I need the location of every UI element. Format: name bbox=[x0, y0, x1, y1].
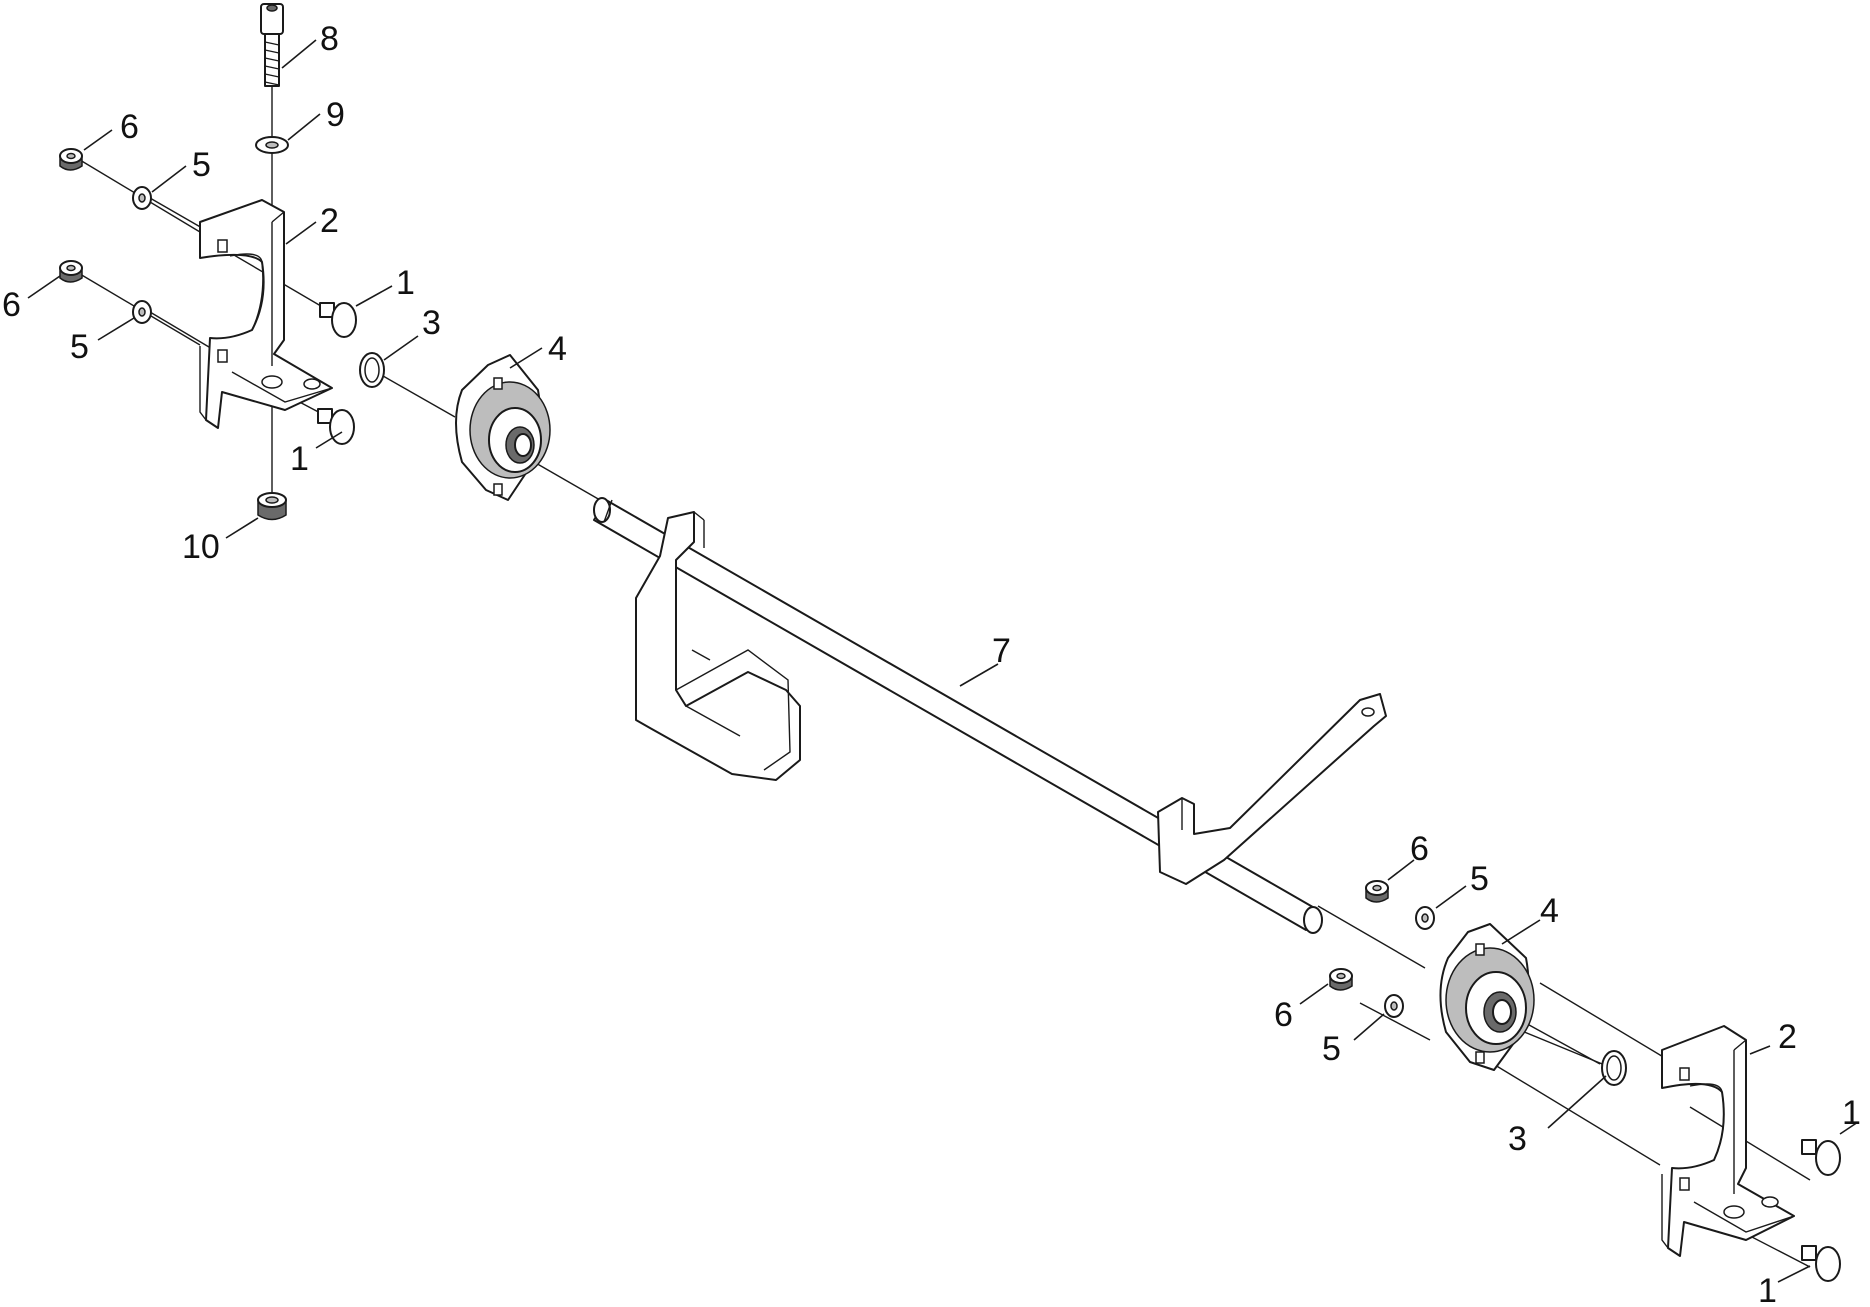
nut-6-lower-left bbox=[59, 260, 83, 283]
leader-lines bbox=[27, 39, 1859, 1283]
callout-1-upper-right: 1 bbox=[1842, 1094, 1861, 1132]
callout-8: 8 bbox=[320, 20, 339, 58]
callout-1-upper-left: 1 bbox=[396, 264, 415, 302]
washer-5-lower-left bbox=[132, 300, 152, 324]
callout-5-upper-right: 5 bbox=[1470, 860, 1489, 898]
callout-6-upper-right: 6 bbox=[1410, 830, 1429, 868]
washer-5-upper-right bbox=[1415, 906, 1435, 930]
nut-6-upper-right bbox=[1365, 880, 1389, 903]
callout-5-lower-left: 5 bbox=[70, 328, 89, 366]
shaft-7 bbox=[593, 497, 1323, 934]
callout-2-right: 2 bbox=[1778, 1018, 1797, 1056]
callout-10: 10 bbox=[182, 528, 220, 566]
nut-6-lower-right bbox=[1329, 968, 1353, 991]
callout-5-upper-left: 5 bbox=[192, 146, 211, 184]
callout-4-left: 4 bbox=[548, 330, 567, 368]
assembly-axis-lines bbox=[79, 84, 1811, 1268]
bearing-flange-4-left bbox=[455, 354, 551, 501]
shaft-arm-right bbox=[1157, 693, 1387, 885]
callout-2-left: 2 bbox=[320, 202, 339, 240]
callout-5-lower-right: 5 bbox=[1322, 1030, 1341, 1068]
washer-5-lower-right bbox=[1384, 994, 1404, 1018]
shaft-arm-left bbox=[635, 511, 801, 781]
bolt-1-lower-left bbox=[317, 408, 355, 445]
callout-4-right: 4 bbox=[1540, 892, 1559, 930]
nut-6-upper-left bbox=[59, 148, 83, 171]
callout-labels: 8 9 6 5 2 1 6 3 4 5 1 10 7 6 5 4 6 5 2 1… bbox=[2, 20, 1861, 1307]
snap-ring-3-right bbox=[1601, 1050, 1627, 1086]
callout-3-right: 3 bbox=[1508, 1120, 1527, 1158]
washer-5-upper-left bbox=[132, 186, 152, 210]
callout-1-lower-right: 1 bbox=[1758, 1272, 1777, 1307]
washer-9 bbox=[255, 136, 289, 154]
bearing-flange-4-right bbox=[1439, 923, 1535, 1071]
callout-6-lower-right: 6 bbox=[1274, 996, 1293, 1034]
bracket-2-right bbox=[1661, 1025, 1795, 1257]
snap-ring-3-left bbox=[359, 352, 385, 388]
callout-6-lower-left: 6 bbox=[2, 286, 21, 324]
screw-8 bbox=[260, 3, 284, 87]
bolt-1-upper-right bbox=[1801, 1139, 1841, 1176]
bracket-2-left bbox=[199, 199, 333, 429]
bolt-1-upper-left bbox=[319, 302, 357, 338]
callout-6-upper-left: 6 bbox=[120, 108, 139, 146]
callout-7: 7 bbox=[992, 632, 1011, 670]
callout-1-lower-left: 1 bbox=[290, 440, 309, 478]
bolt-1-lower-right bbox=[1801, 1245, 1841, 1282]
locknut-10 bbox=[257, 492, 287, 521]
callout-3-left: 3 bbox=[422, 304, 441, 342]
callout-9: 9 bbox=[326, 96, 345, 134]
